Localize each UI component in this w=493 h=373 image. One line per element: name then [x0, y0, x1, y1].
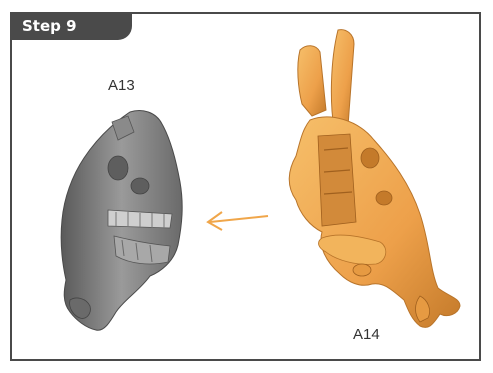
part-a14-shape	[289, 30, 460, 328]
part-label-a14: A14	[353, 326, 380, 343]
part-label-a13: A13	[108, 77, 135, 94]
part-a13-shape	[61, 111, 182, 331]
arrow-left-icon	[208, 212, 268, 230]
